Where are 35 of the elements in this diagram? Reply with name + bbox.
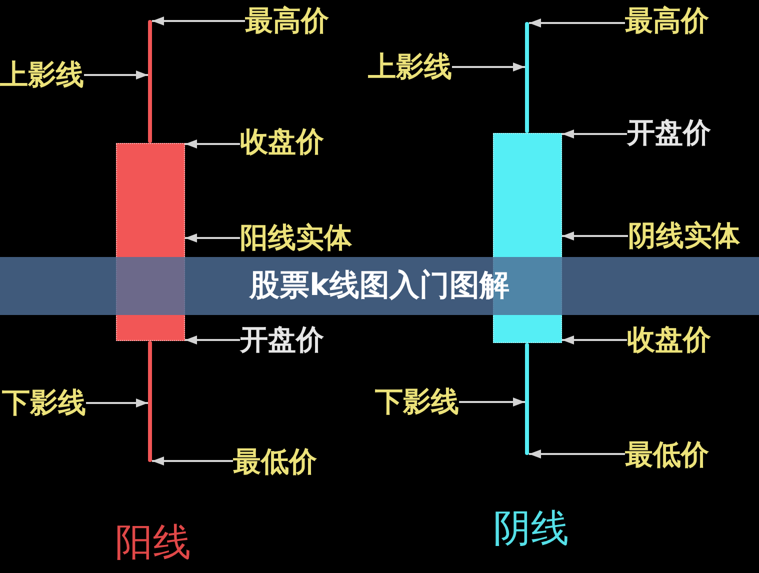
callout-label: 最低价 [625,438,709,472]
callout-label: 上影线 [368,50,452,84]
callout-label: 收盘价 [627,323,711,357]
leader-arrow [562,336,627,344]
leader-arrow [185,234,240,242]
candle-wick [148,20,152,143]
leader-arrow [452,62,525,72]
leader-arrow [562,232,628,240]
candle-wick [148,341,152,462]
candle-caption: 阴线 [493,506,569,550]
candle-caption: 阳线 [115,520,191,564]
callout-label: 开盘价 [240,323,324,357]
leader-arrow [529,18,625,28]
leader-arrow [152,456,233,466]
callout-label: 最高价 [625,4,709,38]
callout-label: 收盘价 [240,125,324,159]
callout-label: 上影线 [0,58,84,92]
callout-label: 最低价 [233,445,317,479]
leader-arrow [529,450,625,458]
leader-arrow [86,398,148,408]
callout-label: 开盘价 [627,116,711,150]
leader-arrow [185,140,240,148]
callout-label: 阳线实体 [240,221,352,255]
title-banner: 股票k线图入门图解 [0,257,759,315]
candle-wick [525,22,529,133]
callout-label: 下影线 [2,386,86,420]
candle-wick [525,343,529,455]
callout-label: 阴线实体 [628,219,740,253]
leader-arrow [459,398,525,406]
leader-arrow [562,130,627,138]
callout-label: 最高价 [245,4,329,38]
leader-arrow [185,336,240,344]
callout-label: 下影线 [375,385,459,419]
leader-arrow [152,16,245,26]
leader-arrow [84,70,148,80]
